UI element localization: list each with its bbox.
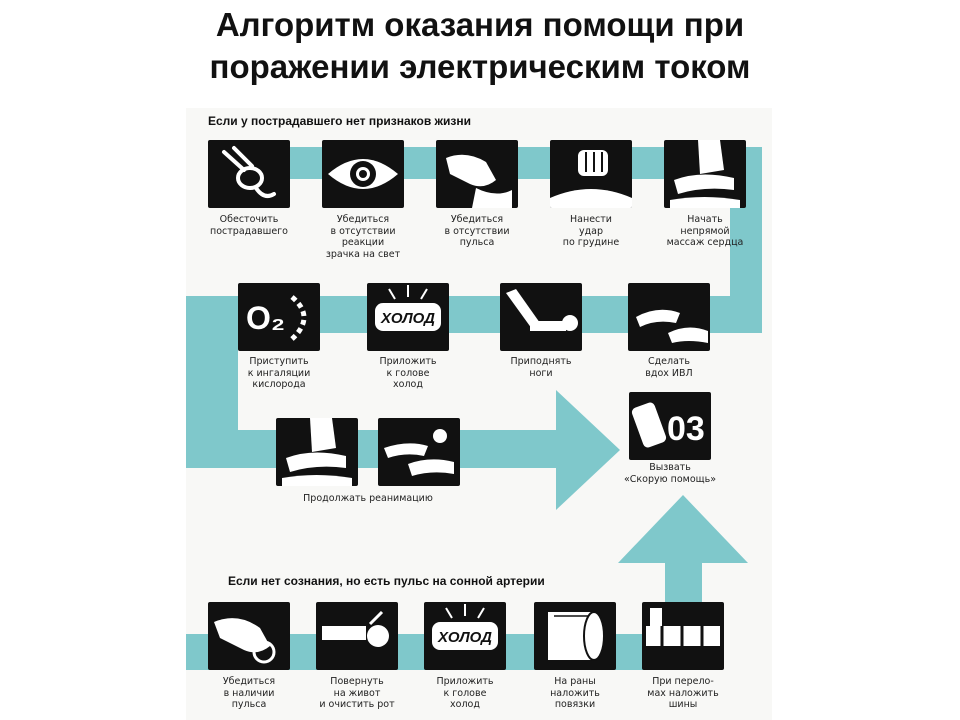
splint-icon [642,602,724,670]
section-heading-unconscious-with-pulse: Если нет сознания, но есть пульс на сонн… [228,574,545,588]
unplug-icon [208,140,290,208]
resuscitation-icon [378,418,460,486]
chest-compression-icon [664,140,746,208]
cold-pack-icon: ХОЛОД [424,602,506,670]
svg-text:ХОЛОД: ХОЛОД [437,629,492,646]
caption-call-ambulance: Вызвать«Скорую помощь» [623,462,717,485]
rescue-breath-icon [628,283,710,351]
caption-splint: При перело-мах наложить шины [647,676,719,710]
pulse-check-icon [208,602,290,670]
svg-text:03: 03 [667,410,705,448]
caption-continue-resuscitation: Продолжать реанимацию [303,493,433,504]
svg-text:ХОЛОД: ХОЛОД [380,310,435,327]
flow-arrow-up [618,495,748,563]
slide-title-line-1: Алгоритм оказания помощи при [215,6,745,43]
eye-icon [322,140,404,208]
turn-over-icon [316,602,398,670]
phone-icon: 03 [629,392,711,460]
oxygen-icon: О₂ [238,283,320,351]
svg-text:О₂: О₂ [246,300,285,336]
cold-pack-icon: ХОЛОД [367,283,449,351]
slide-title-line-2: поражении электрическим током [209,48,751,85]
bandage-icon [534,602,616,670]
raise-legs-icon [500,283,582,351]
flow-arrow-right [556,390,620,510]
chest-compression-icon [276,418,358,486]
fist-icon [550,140,632,208]
pulse-check-icon [436,140,518,208]
section-heading-no-life-signs: Если у пострадавшего нет признаков жизни [208,114,472,128]
slide-title: Алгоритм оказания помощи при поражении э… [0,4,960,88]
